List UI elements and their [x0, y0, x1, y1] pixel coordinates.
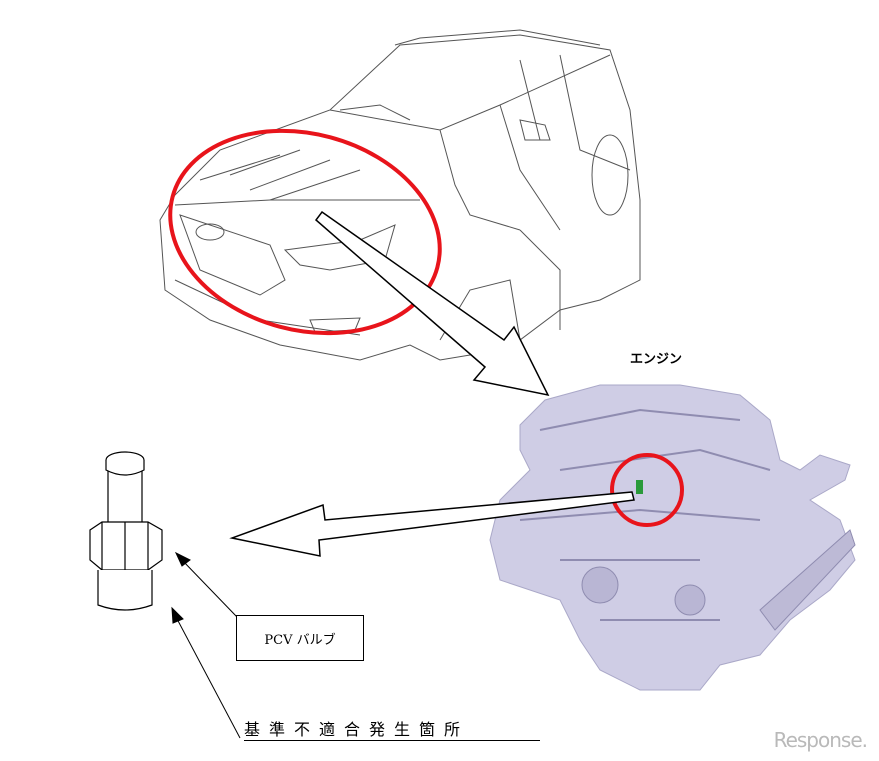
pcv-valve-drawing	[89, 451, 163, 611]
pcv-valve-label: PCV バルブ	[264, 632, 336, 648]
arrow-engine-to-valve	[229, 491, 635, 557]
defect-location-label: 基準不適合発生箇所	[244, 716, 540, 741]
pcv-valve-label-box: PCV バルブ	[236, 615, 364, 661]
car-drawing	[159, 29, 641, 361]
arrow-car-to-engine	[314, 210, 550, 397]
pcv-location-highlight-circle	[610, 453, 684, 527]
engine-label: エンジン	[630, 352, 683, 367]
engine-image	[489, 384, 856, 691]
leader-arrows	[171, 551, 241, 739]
response-watermark-logo: Response.	[773, 728, 868, 752]
hood-highlight-ellipse	[168, 128, 442, 336]
